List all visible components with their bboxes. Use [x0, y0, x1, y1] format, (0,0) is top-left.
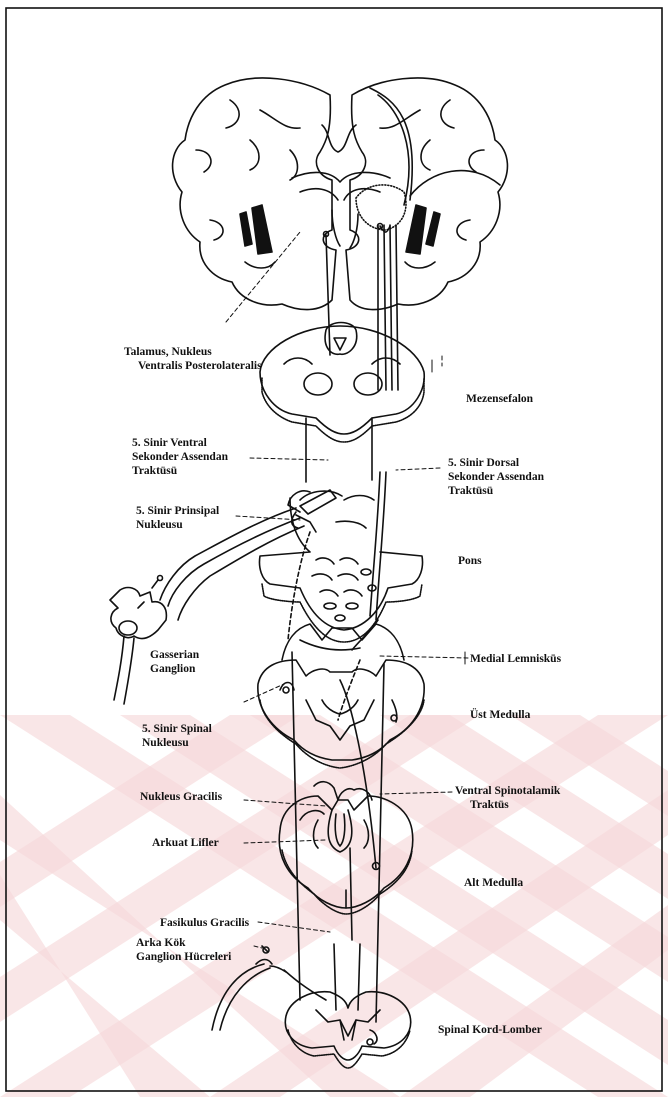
label-prinsipal-1: 5. Sinir Prinsipal [136, 505, 219, 517]
label-gasserian-1: Gasserian [150, 649, 200, 661]
label-spinal-2: Nukleusu [142, 737, 189, 749]
cerebrum-section [173, 78, 508, 310]
label-arkuat: Arkuat Lifler [152, 837, 219, 849]
label-dorsal-3: Traktüsü [448, 485, 494, 497]
label-mezensefalon: Mezensefalon [466, 393, 534, 405]
label-ventral-1: 5. Sinir Ventral [132, 437, 207, 449]
label-talamus-2: Ventralis Posterolateralis [138, 360, 262, 372]
label-vst-1: Ventral Spinotalamik [455, 785, 561, 797]
label-dorsal-2: Sekonder Assendan [448, 471, 545, 483]
label-spinal-kord: Spinal Kord-Lomber [438, 1024, 542, 1036]
label-spinal-1: 5. Sinir Spinal [142, 723, 212, 735]
label-ventral-3: Traktüsü [132, 465, 178, 477]
label-fasikulus: Fasikulus Gracilis [160, 917, 250, 929]
label-alt-medulla: Alt Medulla [464, 877, 523, 889]
label-arka-2: Ganglion Hücreleri [136, 951, 232, 963]
label-vst-2: Traktüs [470, 799, 509, 811]
label-pons: Pons [458, 555, 482, 567]
label-talamus-1: Talamus, Nukleus [124, 346, 212, 358]
label-gasserian-2: Ganglion [150, 663, 196, 675]
trigeminal-nerve [110, 508, 304, 704]
label-arka-1: Arka Kök [136, 937, 186, 949]
mesencephalon [260, 323, 424, 443]
label-dorsal-1: 5. Sinir Dorsal [448, 457, 519, 469]
label-ust-medulla: Üst Medulla [470, 707, 531, 721]
pons [259, 418, 422, 642]
label-nukleus-gracilis: Nukleus Gracilis [140, 791, 223, 803]
label-ventral-2: Sekonder Assendan [132, 451, 229, 463]
label-medial-lemniskus: Medial Lemniskūs [470, 653, 562, 665]
label-prinsipal-2: Nukleusu [136, 519, 183, 531]
